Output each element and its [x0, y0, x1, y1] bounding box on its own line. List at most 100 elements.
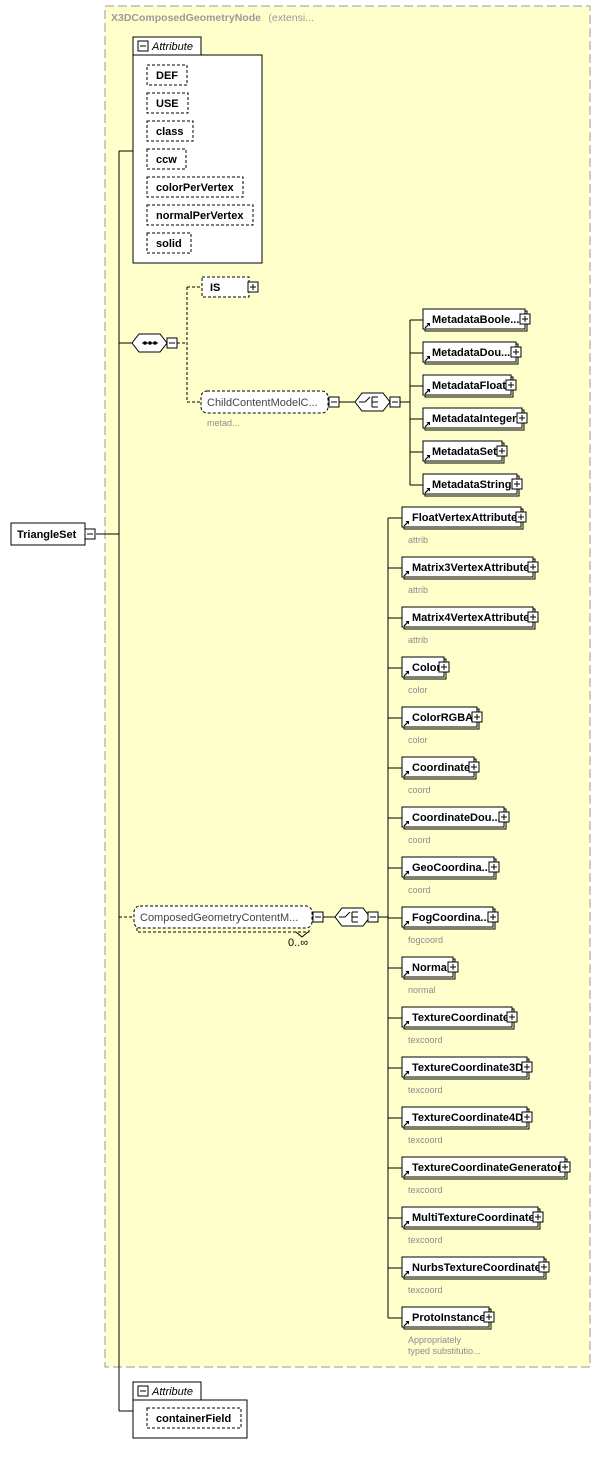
expand-icon[interactable] [516, 412, 528, 424]
element-geometry[interactable]: TextureCoordinate [401, 1006, 518, 1030]
collapse-icon[interactable] [389, 396, 401, 408]
element-metadata[interactable]: MetadataDou... [422, 341, 522, 365]
expand-icon[interactable] [447, 961, 459, 973]
reference-arrow-icon [403, 1271, 409, 1277]
element-metadata[interactable]: MetadataInteger [422, 407, 528, 431]
expand-icon[interactable] [468, 761, 480, 773]
element-note: Appropriately [408, 1335, 462, 1345]
expand-icon[interactable] [521, 1061, 533, 1073]
svg-text:MetadataString: MetadataString [432, 479, 511, 491]
reference-arrow-icon [403, 821, 409, 827]
element-geometry[interactable]: Matrix3VertexAttribute [401, 556, 539, 580]
svg-text:USE: USE [156, 98, 179, 110]
expand-icon[interactable] [438, 661, 450, 673]
expand-icon[interactable] [506, 1011, 518, 1023]
element-metadata[interactable]: MetadataString [422, 473, 523, 497]
element-note: coord [408, 785, 431, 795]
expand-icon[interactable] [505, 379, 517, 391]
element-geometry[interactable]: Normal [401, 956, 459, 980]
reference-arrow-icon [403, 721, 409, 727]
expand-icon[interactable] [488, 861, 500, 873]
collapse-icon[interactable] [84, 528, 96, 540]
collapse-icon[interactable] [328, 396, 340, 408]
element-note: texcoord [408, 1235, 443, 1245]
expand-icon[interactable] [483, 1311, 495, 1323]
attribute-item[interactable]: normalPerVertex [146, 204, 254, 226]
element-geometry[interactable]: FogCoordina... [401, 906, 499, 930]
element-geometry[interactable]: GeoCoordina... [401, 856, 500, 880]
expand-icon[interactable] [487, 911, 499, 923]
group-childcontentmodel[interactable]: ChildContentModelC... metad... [200, 390, 340, 428]
choice-compositor[interactable] [354, 392, 401, 412]
sequence-compositor[interactable] [131, 333, 178, 353]
element-geometry[interactable]: Color [401, 656, 450, 680]
element-geometry[interactable]: CoordinateDou... [401, 806, 510, 830]
attribute-item[interactable]: USE [146, 92, 189, 114]
svg-text:MetadataBoole...: MetadataBoole... [432, 314, 519, 326]
expand-icon[interactable] [527, 611, 539, 623]
expand-icon[interactable] [515, 511, 527, 523]
element-is[interactable]: IS [201, 276, 259, 298]
attribute-item[interactable]: solid [146, 232, 192, 254]
element-geometry[interactable]: TextureCoordinate3D [401, 1056, 533, 1080]
svg-text:TextureCoordinate3D: TextureCoordinate3D [412, 1062, 523, 1074]
element-geometry[interactable]: TextureCoordinateGenerator [401, 1156, 571, 1180]
element-geometry[interactable]: MultiTextureCoordinate [401, 1206, 544, 1230]
reference-arrow-icon [424, 422, 430, 428]
element-note: texcoord [408, 1135, 443, 1145]
expand-icon[interactable] [498, 811, 510, 823]
expand-icon[interactable] [496, 445, 508, 457]
element-geometry[interactable]: ColorRGBA [401, 706, 483, 730]
expand-icon[interactable] [527, 561, 539, 573]
element-geometry[interactable]: Matrix4VertexAttribute [401, 606, 539, 630]
element-note: attrib [408, 635, 428, 645]
element-metadata[interactable]: MetadataSet [422, 440, 508, 464]
collapse-icon[interactable] [367, 911, 379, 923]
attribute-item[interactable]: ccw [146, 148, 187, 170]
element-note: fogcoord [408, 935, 443, 945]
svg-text:TextureCoordinate4D: TextureCoordinate4D [412, 1112, 523, 1124]
element-note: color [408, 735, 428, 745]
choice-compositor[interactable] [334, 907, 379, 927]
reference-arrow-icon [403, 771, 409, 777]
element-geometry[interactable]: NurbsTextureCoordinate [401, 1256, 550, 1280]
group-note: metad... [207, 418, 240, 428]
svg-text:ccw: ccw [156, 154, 177, 166]
element-note: color [408, 685, 428, 695]
collapse-icon[interactable] [137, 1385, 149, 1397]
svg-text:ColorRGBA: ColorRGBA [412, 712, 473, 724]
collapse-icon[interactable] [312, 911, 324, 923]
collapse-icon[interactable] [137, 40, 149, 52]
element-geometry[interactable]: ProtoInstance [401, 1306, 495, 1330]
element-metadata[interactable]: MetadataBoole... [422, 308, 531, 332]
expand-icon[interactable] [519, 313, 531, 325]
collapse-icon[interactable] [166, 337, 178, 349]
attribute-item[interactable]: containerField [146, 1407, 242, 1429]
reference-arrow-icon [403, 621, 409, 627]
svg-text:GeoCoordina...: GeoCoordina... [412, 862, 491, 874]
svg-text:MetadataInteger: MetadataInteger [432, 413, 517, 425]
svg-text:solid: solid [156, 238, 182, 250]
attribute-item[interactable]: colorPerVertex [146, 176, 244, 198]
expand-icon[interactable] [247, 281, 259, 293]
root-element-triangleset[interactable]: TriangleSet [10, 522, 96, 546]
attribute-item[interactable]: DEF [146, 64, 188, 86]
expand-icon[interactable] [538, 1261, 550, 1273]
group-composedgeometrycontentmodel[interactable]: ComposedGeometryContentM... 0..∞ [133, 905, 324, 949]
element-metadata[interactable]: MetadataFloat [422, 374, 517, 398]
attribute-header: Attribute [151, 1386, 193, 1398]
expand-icon[interactable] [521, 1111, 533, 1123]
reference-arrow-icon [424, 356, 430, 362]
element-geometry[interactable]: FloatVertexAttribute [401, 506, 527, 530]
svg-text:Normal: Normal [412, 962, 450, 974]
attribute-item[interactable]: class [146, 120, 194, 142]
element-geometry[interactable]: Coordinate [401, 756, 480, 780]
expand-icon[interactable] [471, 711, 483, 723]
element-geometry[interactable]: TextureCoordinate4D [401, 1106, 533, 1130]
reference-arrow-icon [403, 521, 409, 527]
metadata-choices: MetadataBoole... MetadataDou... MetadataFl… [410, 308, 531, 497]
expand-icon[interactable] [511, 478, 523, 490]
expand-icon[interactable] [510, 346, 522, 358]
expand-icon[interactable] [559, 1161, 571, 1173]
expand-icon[interactable] [532, 1211, 544, 1223]
